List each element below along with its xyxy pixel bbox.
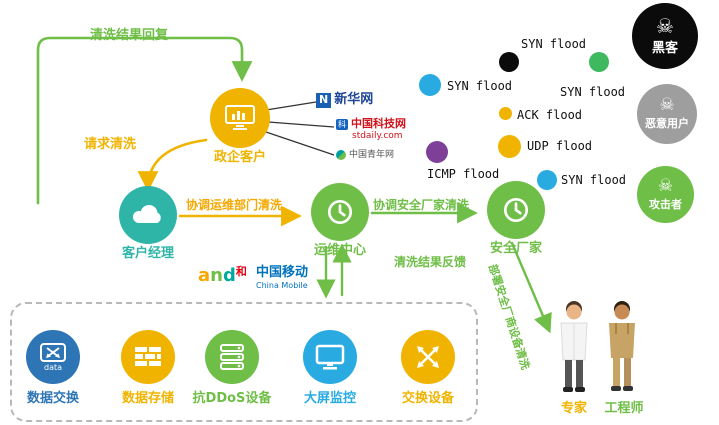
and-he-char: 和: [235, 265, 247, 278]
person-expert: [554, 300, 594, 398]
flow-label-coord-ops: 协调运维部门清洗: [186, 198, 283, 212]
infra-data-storage: [121, 330, 175, 384]
expert-figure-icon: [560, 301, 588, 392]
monitor-chart-icon: [225, 105, 255, 130]
node-gov-customer: [210, 88, 270, 148]
attack-dot: [419, 74, 441, 96]
stdaily-name: 中国科技网: [351, 117, 406, 130]
node-gov-customer-label: 政企客户: [213, 150, 266, 165]
infra-screen-monitoring: [303, 330, 357, 384]
logo-connector-lines: [265, 101, 335, 156]
attacker-hacker: ☠ 黑客: [632, 3, 698, 69]
flow-label-coord-vendor: 协调安全厂家清洗: [373, 198, 470, 212]
flow-label-result-feedback: 清洗结果反馈: [394, 255, 467, 269]
clock-icon: [503, 197, 529, 223]
result-reply-arrow: [36, 36, 253, 205]
xinhuanet-name: 新华网: [334, 92, 374, 107]
bricks-icon: [135, 347, 161, 366]
attack-dot: [426, 141, 448, 163]
node-ops-center-label: 运维中心: [313, 243, 366, 258]
infra-anti-ddos-label: 抗DDoS设备: [192, 391, 272, 406]
switch-arrows-icon: [417, 346, 439, 368]
attack-dot: [537, 170, 557, 190]
node-ops-center: [311, 183, 369, 241]
attacker-malicious-user: ☠ 恶意用户: [637, 84, 697, 144]
attack-label: SYN flood: [561, 173, 627, 187]
attack-dot: [499, 52, 519, 72]
logo-youthnet: 中国青年网: [336, 150, 395, 161]
logo-xinhuanet: N 新华网: [316, 92, 374, 108]
attack-label: SYN flood: [447, 79, 513, 93]
and-letter-d: d: [222, 265, 236, 286]
attack-dot: [589, 52, 609, 72]
attacker-label: 恶意用户: [645, 117, 689, 130]
expert-label: 专家: [560, 401, 587, 416]
logo-stdaily: 科 中国科技网 stdaily.com: [336, 117, 406, 141]
attack-label: UDP flood: [527, 139, 593, 153]
china-mobile-cn: 中国移动: [256, 265, 309, 280]
infra-screen-monitoring-label: 大屏监控: [303, 391, 356, 406]
stdaily-domain: stdaily.com: [352, 130, 403, 141]
infrastructure-group-box: [10, 302, 478, 422]
attack-label: SYN flood: [521, 37, 587, 51]
stdaily-mark-icon: 科: [336, 118, 348, 130]
youthnet-name: 中国青年网: [349, 150, 395, 160]
infra-anti-ddos: [205, 330, 259, 384]
data-text: data: [44, 363, 62, 372]
skull-icon: ☠: [657, 175, 674, 196]
and-letter-n: n: [210, 265, 223, 286]
request-clean-arrow: [137, 138, 208, 192]
skull-icon: ☠: [659, 95, 675, 115]
attack-label: ICMP flood: [427, 167, 500, 181]
attack-dot: [498, 135, 521, 158]
person-engineer: [600, 300, 644, 398]
server-icon: [220, 344, 244, 370]
cloud-icon: [132, 204, 161, 224]
clock-icon: [327, 199, 353, 225]
attacker-label: 黑客: [651, 41, 678, 56]
flow-label-request-clean: 请求清洗: [84, 137, 137, 152]
and-letter-a: a: [198, 265, 211, 286]
infra-data-exchange: data: [26, 330, 80, 384]
attack-label: ACK flood: [517, 108, 583, 122]
engineer-figure-icon: [609, 301, 635, 391]
infra-switch-equipment-label: 交换设备: [401, 391, 454, 406]
data-exchange-icon: data: [40, 343, 66, 372]
deploy-vendor-arrow: [510, 241, 552, 334]
xinhuanet-mark-icon: N: [316, 93, 332, 108]
infra-data-storage-label: 数据存储: [121, 391, 174, 406]
logo-and-brand: and和: [198, 265, 247, 287]
attacker-label: 攻击者: [649, 197, 682, 211]
attacker-attacker: ☠ 攻击者: [637, 166, 694, 223]
infra-switch-equipment: [401, 330, 455, 384]
node-account-manager: [119, 186, 177, 244]
youthnet-mark-icon: [336, 150, 346, 161]
china-mobile-en: China Mobile: [256, 280, 308, 290]
node-security-vendor-label: 安全厂家: [489, 241, 542, 256]
monitor-icon: [315, 344, 345, 369]
infra-data-exchange-label: 数据交换: [26, 391, 79, 406]
attack-label: SYN flood: [560, 85, 626, 99]
skull-icon: ☠: [656, 14, 674, 38]
attack-dot: [499, 107, 512, 120]
engineer-label: 工程师: [604, 401, 644, 416]
logo-china-mobile: 中国移动 China Mobile: [256, 265, 309, 290]
node-security-vendor: [487, 181, 545, 239]
flow-label-result-reply: 清洗结果回复: [90, 28, 169, 43]
node-account-manager-label: 客户经理: [121, 246, 174, 261]
